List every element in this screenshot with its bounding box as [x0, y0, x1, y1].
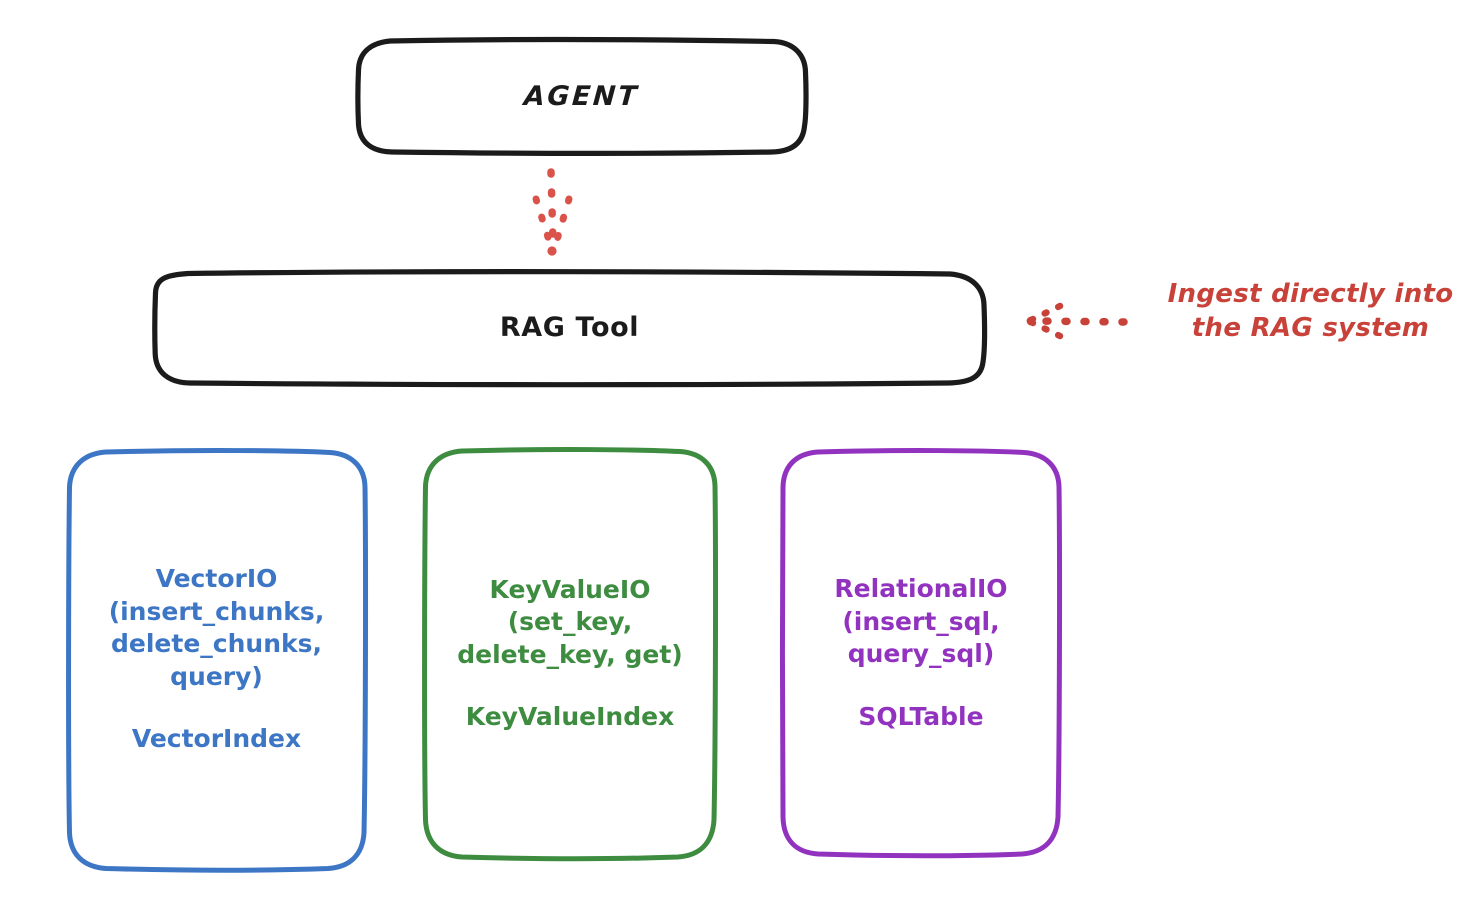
- relational-io-line-2: (insert_sql,: [842, 606, 1000, 636]
- agent-node[interactable]: AGENT: [358, 40, 806, 153]
- relational-box-outline: [779, 448, 1063, 859]
- vector-box-outline: [66, 448, 369, 873]
- sql-table-label: SQLTable: [858, 701, 984, 731]
- relational-io-interface: RelationalIO (insert_sql, query_sql) SQL…: [834, 573, 1007, 733]
- relational-io-line-3: query_sql): [847, 639, 995, 668]
- key-value-io-line-3: delete_key, get): [457, 639, 683, 669]
- ingest-annotation-line-1: Ingest directly into: [1167, 279, 1454, 309]
- agent-label: AGENT: [523, 81, 641, 112]
- rag-tool-box-outline: [152, 269, 988, 388]
- vector-io-spacer: [109, 693, 325, 723]
- relational-io-spacer: [834, 671, 1007, 701]
- key-value-io-line-1: KeyValueIO: [489, 574, 651, 604]
- keyvalue-box-outline: [422, 447, 719, 862]
- rag-tool-label: RAG Tool: [499, 312, 640, 343]
- vector-index-label: VectorIndex: [131, 724, 302, 754]
- key-value-io-node[interactable]: KeyValueIO (set_key, delete_key, get) Ke…: [425, 449, 715, 858]
- key-value-io-interface: KeyValueIO (set_key, delete_key, get) Ke…: [457, 574, 682, 734]
- vector-io-node[interactable]: VectorIO (insert_chunks, delete_chunks, …: [68, 450, 365, 869]
- key-value-io-spacer: [457, 671, 682, 701]
- ingest-dotted-arrow: [1026, 302, 1128, 340]
- vector-io-line-2: (insert_chunks,: [108, 596, 325, 626]
- key-value-index-label: KeyValueIndex: [465, 702, 675, 731]
- vector-io-line-4: query): [170, 661, 263, 691]
- rag-tool-node[interactable]: RAG Tool: [155, 272, 984, 383]
- ingest-annotation-line-2: the RAG system: [1191, 312, 1430, 343]
- relational-io-line-1: RelationalIO: [834, 574, 1008, 603]
- relational-io-node[interactable]: RelationalIO (insert_sql, query_sql) SQL…: [783, 450, 1059, 856]
- ingest-annotation: Ingest directly into the RAG system: [1143, 278, 1478, 346]
- vector-io-interface: VectorIO (insert_chunks, delete_chunks, …: [109, 563, 325, 756]
- vector-io-line-3: delete_chunks,: [111, 629, 322, 659]
- agent-box-outline: [355, 36, 809, 156]
- agent-to-rag-tool-dotted-arrow: [532, 168, 573, 256]
- key-value-io-line-2: (set_key,: [507, 607, 633, 636]
- vector-io-line-1: VectorIO: [155, 564, 278, 594]
